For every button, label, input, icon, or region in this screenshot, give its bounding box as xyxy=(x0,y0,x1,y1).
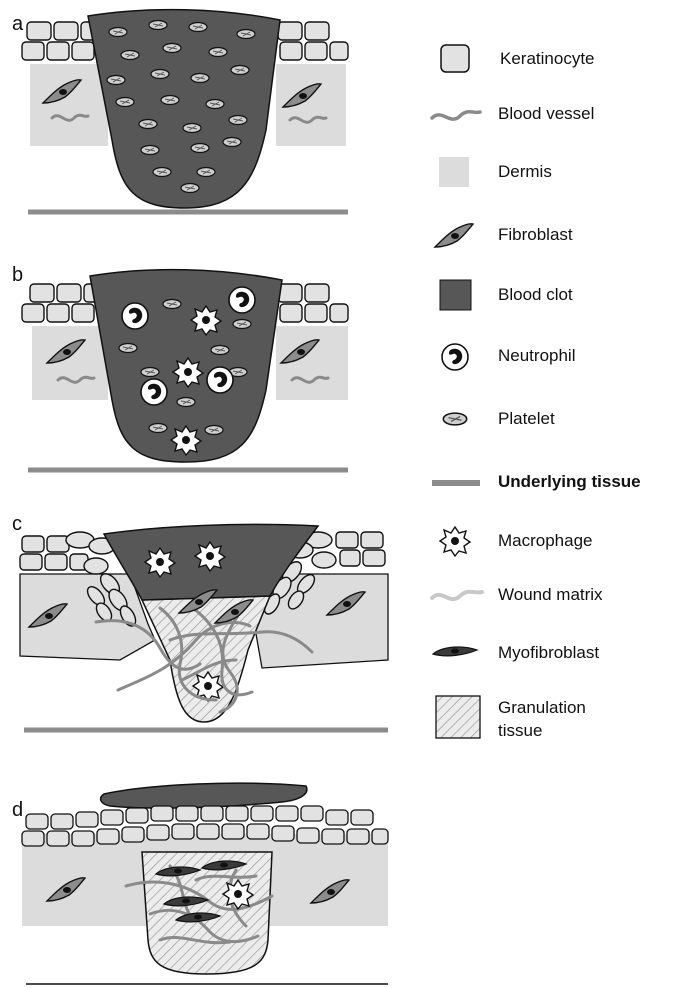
neutrophil xyxy=(122,303,148,329)
legend-fibroblast: Fibroblast xyxy=(435,224,573,247)
legend-blood-clot: Blood clot xyxy=(440,280,573,310)
legend-label: Underlying tissue xyxy=(498,472,641,491)
dermis-left xyxy=(32,326,108,400)
blood-clot-icon xyxy=(440,280,471,310)
keratinocyte-icon xyxy=(441,45,469,72)
macrophage-icon xyxy=(440,527,470,556)
macrophage xyxy=(145,548,175,577)
legend-underlying-tissue: Underlying tissue xyxy=(432,472,641,491)
legend-myofibroblast: Myofibroblast xyxy=(433,643,599,662)
keratinocytes-right xyxy=(278,284,348,322)
wound-matrix-icon xyxy=(432,592,482,599)
macrophage xyxy=(195,542,225,571)
legend-macrophage: Macrophage xyxy=(440,527,593,556)
legend-granulation-tissue: Granulation tissue xyxy=(436,696,586,740)
macrophage xyxy=(171,426,201,455)
panel-d: d xyxy=(12,783,388,984)
platelet-icon xyxy=(443,413,466,425)
panel-a-label: a xyxy=(12,13,24,35)
legend-label: Macrophage xyxy=(498,531,593,550)
panel-c: c xyxy=(12,513,388,730)
neutrophil xyxy=(207,367,233,393)
blood-vessel-icon xyxy=(432,112,480,119)
blood-clot-scab xyxy=(101,783,307,808)
panel-b-label: b xyxy=(12,264,23,286)
keratinocytes-right xyxy=(278,22,348,60)
panel-d-label: d xyxy=(12,799,23,821)
legend-blood-vessel: Blood vessel xyxy=(432,104,594,123)
legend-wound-matrix: Wound matrix xyxy=(432,585,603,604)
legend-neutrophil: Neutrophil xyxy=(442,344,576,370)
legend-dermis: Dermis xyxy=(439,157,552,187)
legend-platelet: Platelet xyxy=(443,409,555,428)
legend-label: Blood vessel xyxy=(498,104,594,123)
neutrophil xyxy=(141,379,167,405)
macrophage xyxy=(191,306,221,335)
legend-label: Blood clot xyxy=(498,285,573,304)
panel-a: a xyxy=(12,10,348,212)
panel-c-label: c xyxy=(12,513,22,535)
legend-label: Platelet xyxy=(498,409,555,428)
legend-label: Wound matrix xyxy=(498,585,603,604)
macrophage xyxy=(223,880,253,909)
panel-b: b xyxy=(12,264,348,470)
legend-label: Fibroblast xyxy=(498,225,573,244)
fibroblast-icon xyxy=(435,224,473,247)
granulation-tissue-icon xyxy=(436,696,480,738)
legend-label: Keratinocyte xyxy=(500,49,595,68)
legend-label: tissue xyxy=(498,721,542,740)
legend-label: Granulation xyxy=(498,698,586,717)
legend-label: Myofibroblast xyxy=(498,643,599,662)
blood-clot xyxy=(88,10,280,208)
legend-label: Neutrophil xyxy=(498,346,576,365)
legend: Keratinocyte Blood vessel Dermis Fibrobl… xyxy=(432,45,641,740)
macrophage xyxy=(173,358,203,387)
neutrophil-icon xyxy=(442,344,468,370)
myofibroblast-icon xyxy=(433,647,477,656)
dermis-icon xyxy=(439,157,469,187)
neutrophil xyxy=(229,287,255,313)
granulation-tissue xyxy=(142,596,270,722)
legend-keratinocyte: Keratinocyte xyxy=(441,45,595,72)
legend-label: Dermis xyxy=(498,162,552,181)
dermis-left xyxy=(30,64,108,146)
